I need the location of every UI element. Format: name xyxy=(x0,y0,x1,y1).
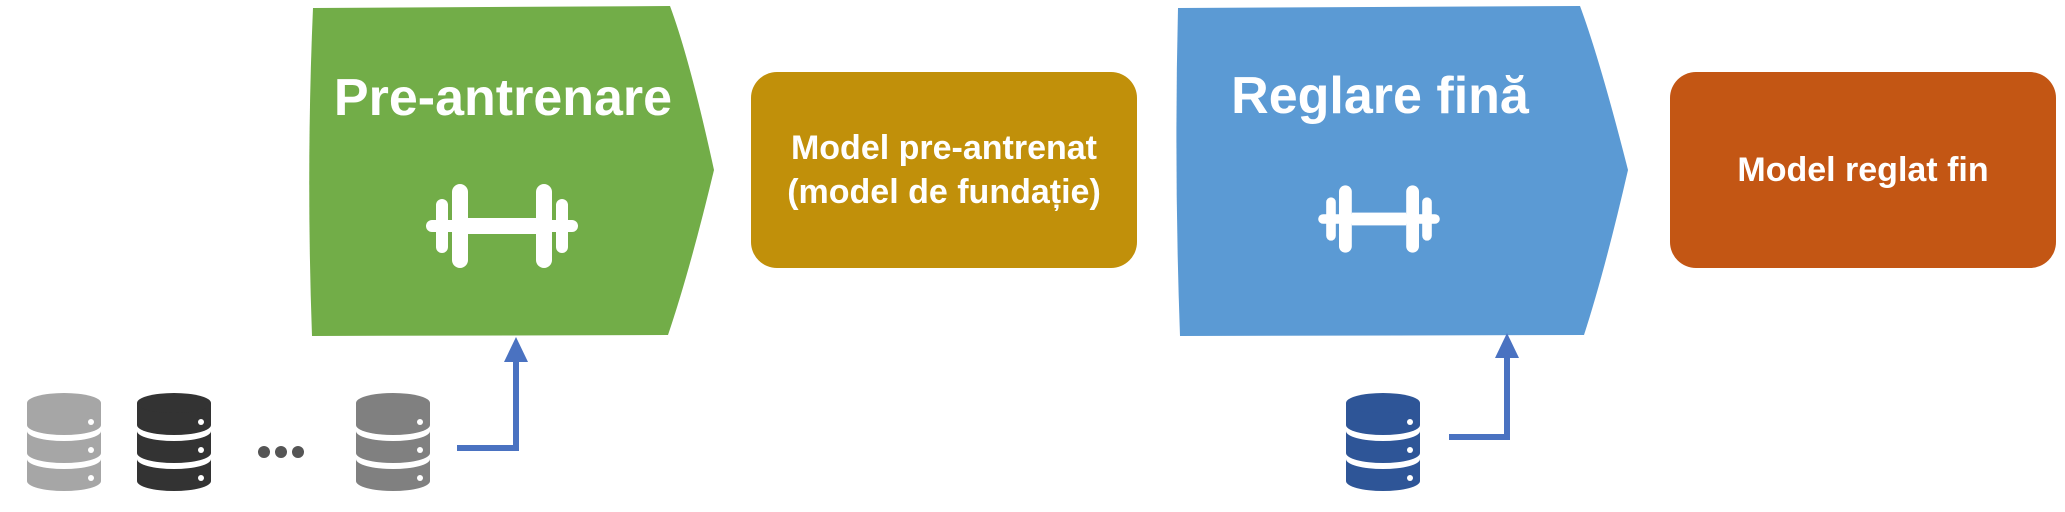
ellipsis-icon xyxy=(258,446,304,458)
pretraining-title: Pre-antrenare xyxy=(333,69,673,127)
foundation-model-line2: (model de fundație) xyxy=(787,173,1101,211)
finetuned-model-box xyxy=(1670,72,2056,268)
foundation-model-box xyxy=(751,72,1137,268)
finetuning-stage-shape xyxy=(1176,6,1628,336)
database-icon xyxy=(137,393,211,491)
database-icon xyxy=(27,393,101,491)
arrowhead xyxy=(504,337,528,362)
database-icon xyxy=(1346,393,1420,491)
arrowhead xyxy=(1495,333,1519,358)
foundation-model-line1: Model pre-antrenat xyxy=(790,129,1098,167)
finetuning-title: Reglare fină xyxy=(1231,67,1529,125)
pretraining-stage-shape xyxy=(309,6,714,336)
finetuned-model-label: Model reglat fin xyxy=(1737,151,1989,189)
foundation-model-label: Model pre-antrenat (model de fundație) xyxy=(751,72,1137,268)
finetuning-data-arrow xyxy=(1449,352,1510,440)
database-icon xyxy=(356,393,430,491)
pretraining-data-arrow xyxy=(457,356,519,451)
